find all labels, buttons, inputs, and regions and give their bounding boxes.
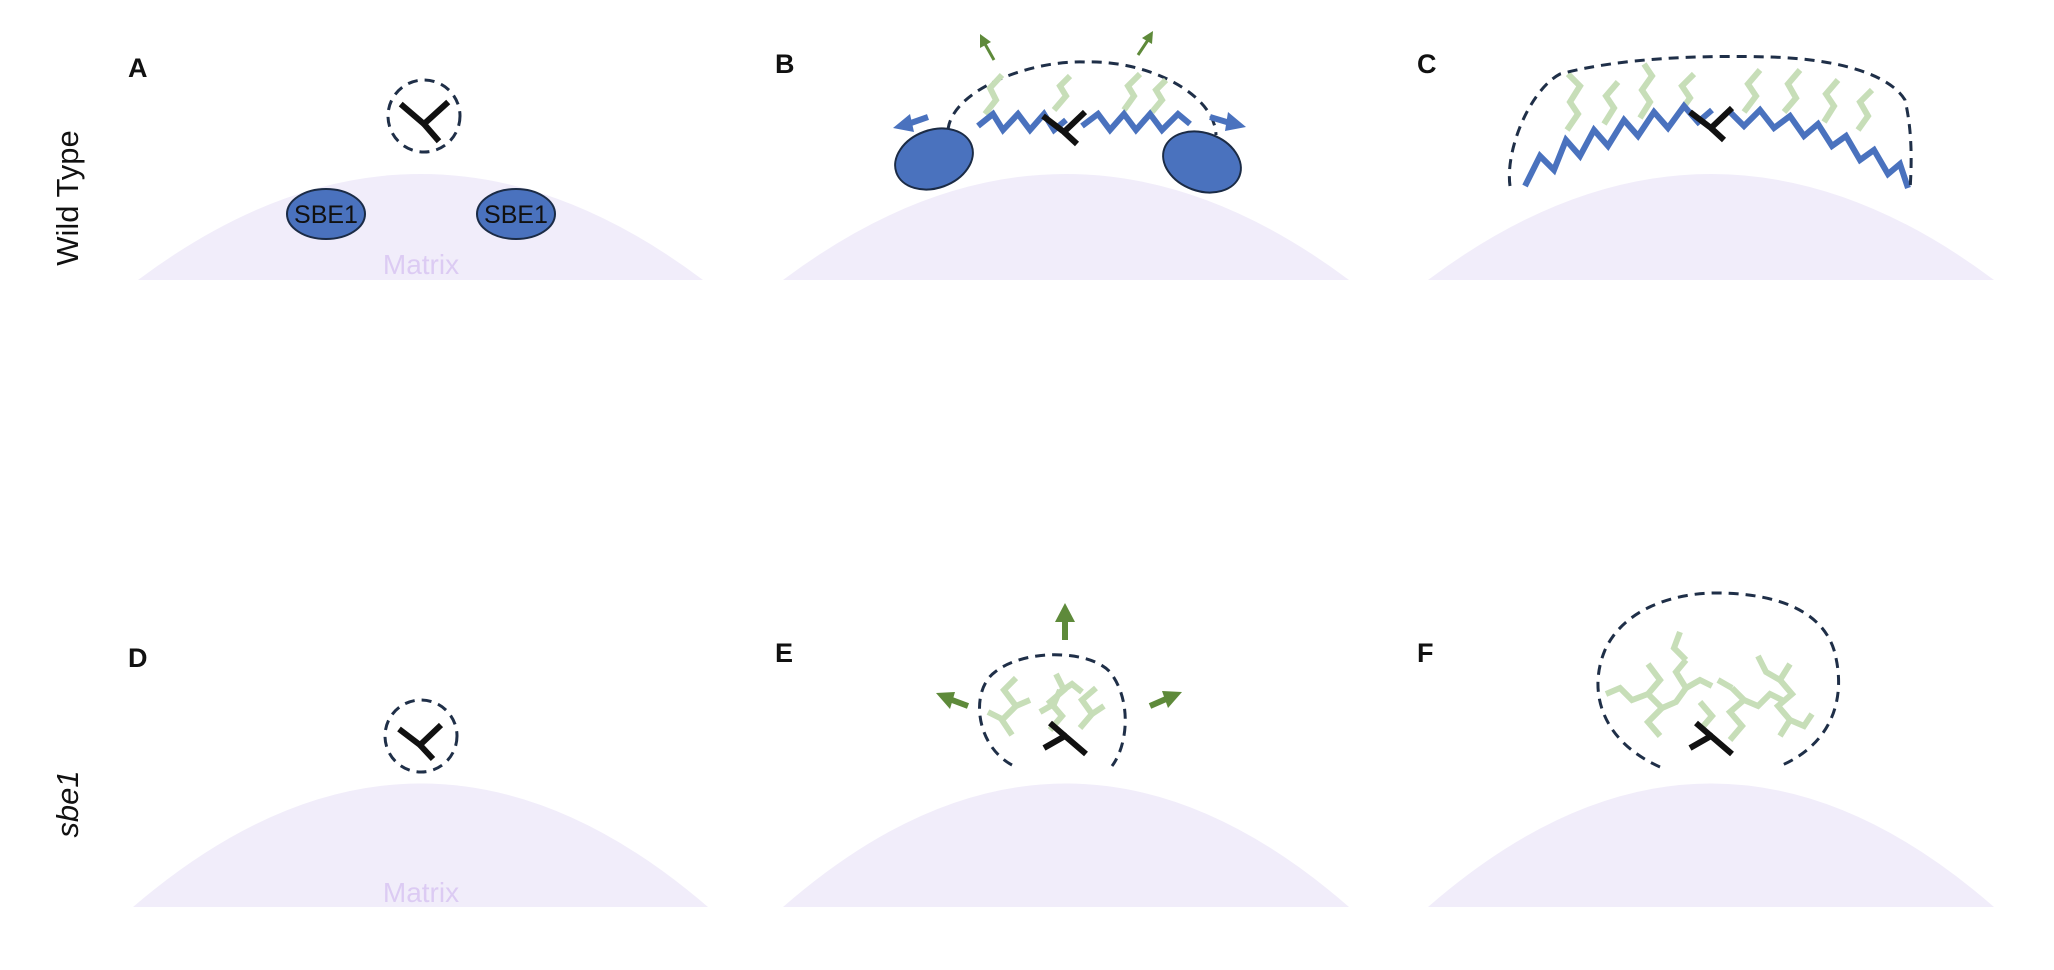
primer-glucan: [1041, 109, 1088, 147]
matrix-dome: [138, 174, 703, 280]
green-arrows: [980, 31, 1153, 61]
panel-letter-e: E: [775, 638, 794, 668]
panel-letter-a: A: [128, 53, 148, 83]
granule-boundary: [386, 78, 462, 154]
panel-letter-b: B: [775, 49, 795, 79]
granule-boundary: [1596, 591, 1841, 769]
matrix-label: Matrix: [383, 249, 459, 280]
panel-letter-f: F: [1417, 638, 1434, 668]
primer-glucan: [1688, 105, 1735, 143]
primer-glucan: [398, 99, 451, 144]
sbe1-label-left: SBE1: [294, 201, 358, 229]
granule-boundary: [946, 60, 1218, 136]
branched-chains: [982, 71, 1169, 116]
linear-chains: [1522, 101, 1911, 189]
sbe1-enzyme-right: [1162, 130, 1242, 194]
sbe1-enzyme-left: [286, 188, 366, 240]
branched-chains: [1604, 630, 1815, 742]
granule-boundary: [1507, 54, 1913, 191]
matrix-dome: [1428, 174, 1994, 280]
linear-chains: [976, 108, 1192, 135]
granule-boundary: [978, 653, 1127, 767]
sbe1-enzyme-right: [476, 188, 556, 240]
blue-arrows: [893, 112, 1246, 132]
green-arrows: [936, 603, 1182, 709]
matrix-dome: [133, 783, 708, 907]
panel-letter-d: D: [128, 643, 148, 673]
granule-boundary: [383, 698, 459, 774]
sbe1-label-right: SBE1: [484, 201, 548, 229]
primer-glucan: [1042, 720, 1088, 757]
branched-chains: [986, 672, 1106, 737]
panel-letter-c: C: [1417, 49, 1437, 79]
matrix-dome: [783, 174, 1349, 280]
matrix-label: Matrix: [383, 877, 459, 908]
primer-glucan: [397, 722, 444, 762]
matrix-dome: [783, 783, 1349, 907]
matrix-dome: [1428, 783, 1994, 907]
branched-chains: [1564, 62, 1875, 132]
sbe1-enzyme-left: [894, 127, 974, 191]
primer-glucan: [1688, 720, 1734, 757]
